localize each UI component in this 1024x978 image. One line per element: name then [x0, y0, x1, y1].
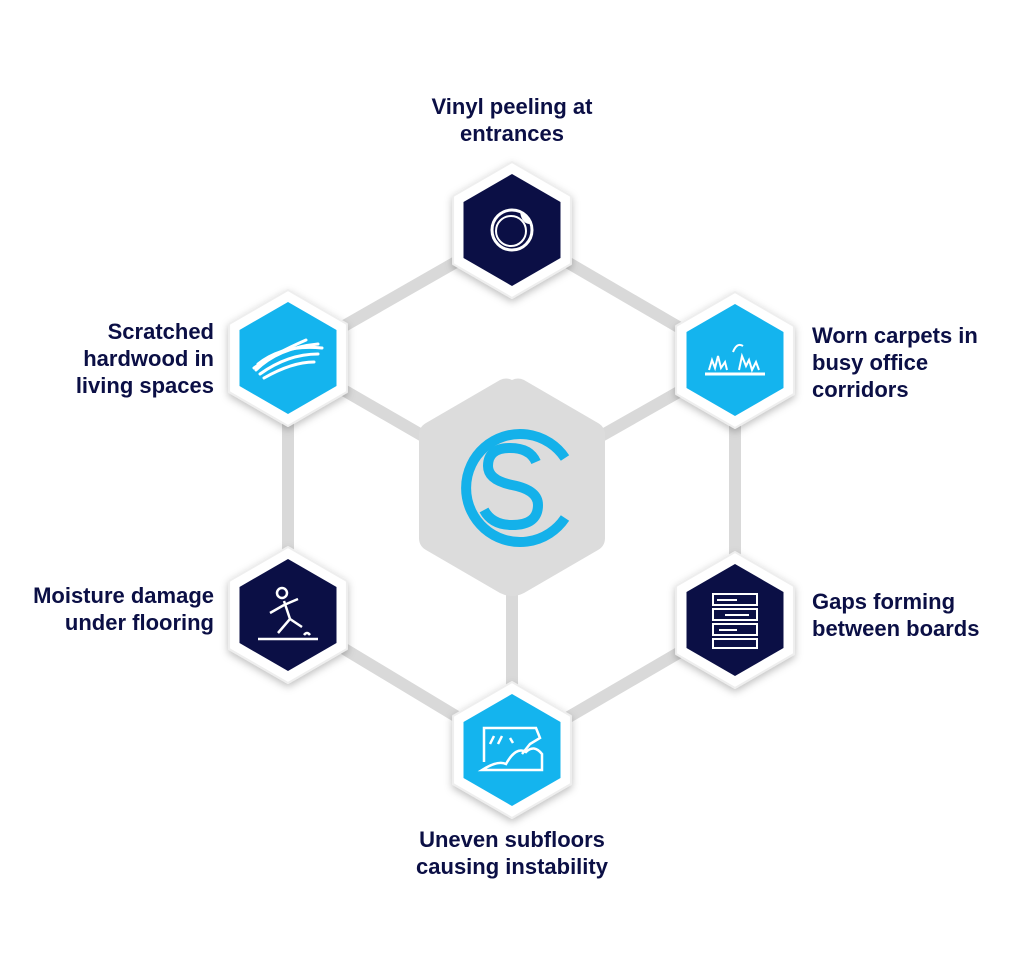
uneven-floor-icon [477, 726, 544, 772]
center-hexagon [419, 378, 605, 596]
node-moisture [228, 546, 348, 684]
scratch-icon [252, 338, 324, 380]
node-subfloors [452, 681, 572, 819]
company-logo [461, 429, 570, 547]
node-carpets [675, 291, 795, 429]
peeling-sticker-icon [490, 208, 534, 252]
node-gaps [675, 551, 795, 689]
worn-carpet-icon [705, 343, 765, 376]
node-hexagon [463, 174, 561, 286]
node-vinyl [452, 161, 572, 299]
node-hexagon [463, 694, 561, 806]
node-hexagon [686, 304, 784, 416]
gapped-boards-icon [712, 593, 758, 649]
slipping-person-icon [258, 586, 318, 641]
node-scratched [228, 289, 348, 427]
